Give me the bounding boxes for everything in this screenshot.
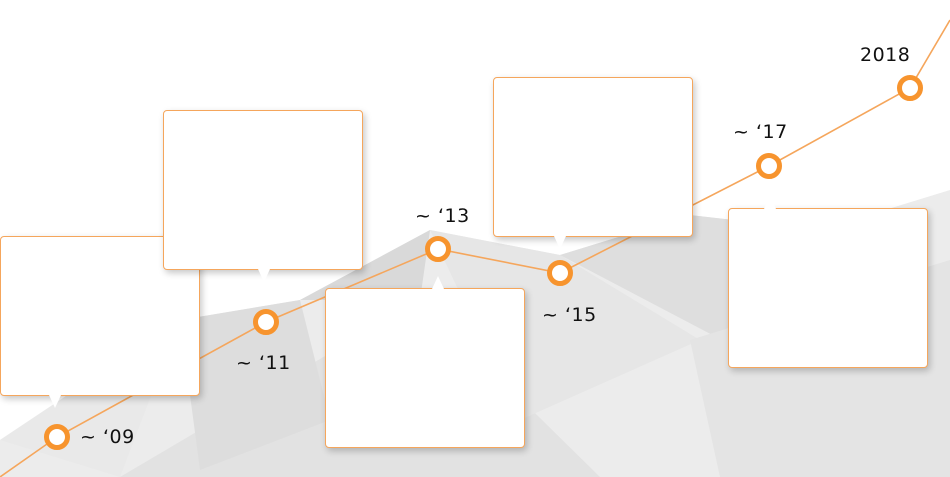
timeline-node-11 (253, 309, 279, 335)
timeline-node-09 (44, 424, 70, 450)
milestone-label-15: ~ ‘15 (542, 304, 597, 326)
callout-tail-13 (432, 276, 444, 289)
callout-box-17 (728, 208, 928, 368)
callout-tail-17 (764, 196, 776, 209)
milestone-label-17: ~ ‘17 (733, 121, 788, 143)
timeline-line (0, 19, 950, 477)
callout-box-11 (163, 110, 363, 270)
timeline-node-13 (425, 236, 451, 262)
callout-tail-11 (258, 269, 270, 282)
milestone-label-11: ~ ‘11 (236, 352, 291, 374)
callout-box-15 (493, 77, 693, 237)
timeline-node-2018 (897, 75, 923, 101)
callout-box-13 (325, 288, 525, 448)
milestone-label-13: ~ ‘13 (415, 205, 470, 227)
timeline-node-17 (756, 153, 782, 179)
callout-tail-09 (49, 395, 61, 408)
milestone-label-09: ~ ‘09 (80, 426, 135, 448)
milestone-label-2018: 2018 (860, 44, 911, 66)
callout-tail-15 (554, 236, 566, 249)
timeline-node-15 (547, 260, 573, 286)
